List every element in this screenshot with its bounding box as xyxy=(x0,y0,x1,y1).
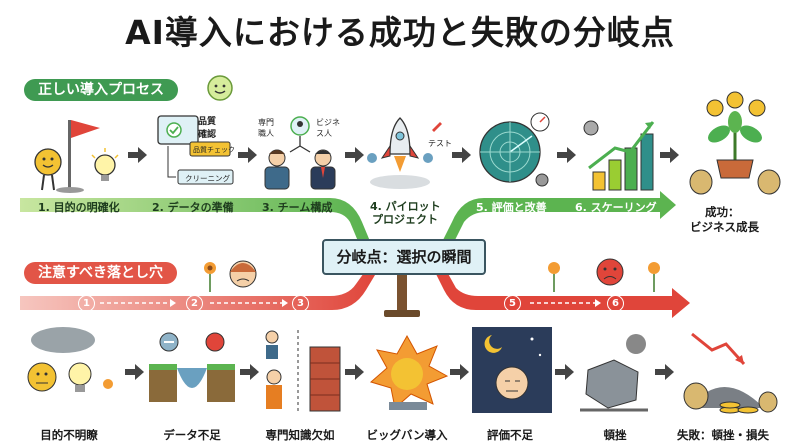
signpost-pole xyxy=(397,270,407,312)
test-text: テスト xyxy=(428,139,452,148)
pitfall-number-2: 2 xyxy=(186,295,203,312)
pitfall-item-7: 失敗：頓挫・損失 xyxy=(677,428,769,442)
explosion-icon xyxy=(369,334,449,410)
quality-check-text: 品質 確認 xyxy=(198,117,217,140)
step-2-label: 2. データの準備 xyxy=(152,201,234,214)
pitfall-item-4: ビッグバン導入 xyxy=(366,428,448,442)
pitfall-item-5: 評価不足 xyxy=(487,428,533,442)
correct-process-label: 正しい導入プロセス xyxy=(24,79,178,101)
rocket-icon xyxy=(367,117,442,189)
sad-face-icon xyxy=(548,258,660,292)
business-text: ビジネ ス人 xyxy=(316,118,340,138)
pitfall-number-3: 3 xyxy=(292,295,309,312)
step-5-label: 5. 評価と改善 xyxy=(476,201,547,214)
rock-icon xyxy=(580,334,648,412)
bottom-row-arrows xyxy=(125,364,674,380)
radar-evaluation-icon xyxy=(479,112,550,187)
success-label: 成功： xyxy=(705,205,740,219)
success-label-line2: ビジネス成長 xyxy=(690,220,759,234)
pitfall-band-right xyxy=(434,270,690,318)
step-4-label: 4. パイロット xyxy=(370,200,441,213)
growth-chart-icon xyxy=(583,120,655,191)
smiley-bubble-icon xyxy=(207,75,233,101)
pitfall-number-1: 1 xyxy=(78,295,95,312)
step-3-label: 3. チーム構成 xyxy=(262,201,333,214)
night-evaluation-icon xyxy=(472,327,552,413)
success-band-right xyxy=(440,191,676,246)
loss-money-icon xyxy=(683,332,778,414)
data-gap-icon xyxy=(149,332,235,402)
team-icon xyxy=(264,116,336,190)
expert-text: 専門 職人 xyxy=(258,118,274,138)
step-4-label-line2: プロジェクト xyxy=(372,213,438,226)
pitfall-number-5: 5 xyxy=(504,295,521,312)
branch-point-sign: 分岐点：選択の瞬間 xyxy=(322,239,486,275)
worried-person-icon xyxy=(204,260,257,292)
pitfall-number-6: 6 xyxy=(607,295,624,312)
success-band-left xyxy=(20,198,372,246)
pitfall-item-1: 目的不明瞭 xyxy=(40,428,98,442)
top-row-arrows xyxy=(128,147,679,163)
money-tree-icon xyxy=(689,91,781,195)
page-title: AI導入における成功と失敗の分岐点 xyxy=(125,13,675,52)
cleaning-text: クリーニング xyxy=(185,174,230,183)
data-quality-icon xyxy=(157,115,234,185)
goal-flag-icon xyxy=(34,120,119,193)
pitfall-item-6: 頓挫 xyxy=(603,428,627,442)
step-1-label: 1. 目的の明確化 xyxy=(38,201,120,214)
pitfall-band-left xyxy=(20,270,378,310)
confused-bulb-icon xyxy=(27,327,113,392)
pitfall-item-3: 専門知識欠如 xyxy=(265,428,335,442)
knowledge-wall-icon xyxy=(265,330,341,412)
pitfall-label: 注意すべき落とし穴 xyxy=(24,262,178,284)
quality-check-box-text: 品質チェック xyxy=(193,146,235,154)
pitfall-item-2: データ不足 xyxy=(163,428,221,442)
step-6-label: 6. スケーリング xyxy=(575,201,657,214)
